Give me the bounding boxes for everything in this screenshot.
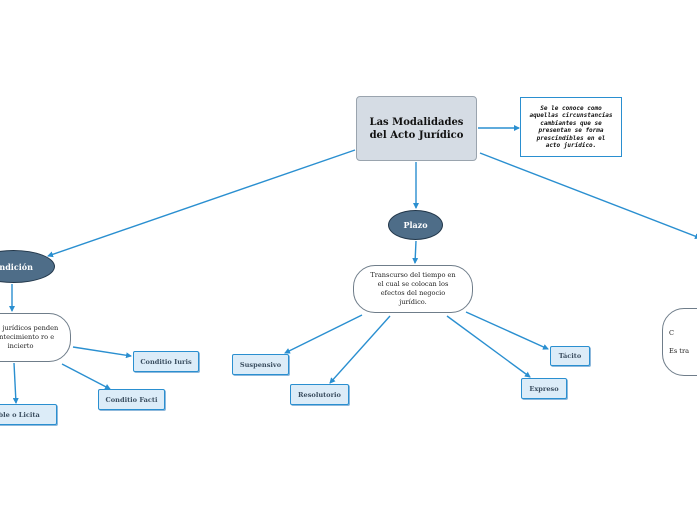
right-branch-text: C Es tra xyxy=(669,328,690,355)
subtopic-expreso-label: Expreso xyxy=(529,384,559,393)
subtopic-licita-label: sible o Licita xyxy=(0,410,40,419)
note-text: Se le conoce como aquellas circunstancia… xyxy=(529,104,613,150)
link-def-tacito xyxy=(465,311,549,350)
subtopic-tacito-label: Tácito xyxy=(558,352,582,360)
subtopic-conditio-iuris-label: Conditio Iuris xyxy=(140,357,192,366)
subtopic-expreso[interactable]: Expreso xyxy=(521,378,567,399)
central-topic-label: Las Modalidades del Acto Jurídico xyxy=(369,116,464,141)
link-def-resolutorio xyxy=(329,315,391,384)
subtopic-suspensivo[interactable]: Suspensivo xyxy=(232,354,289,375)
link-def-expreso xyxy=(446,315,531,378)
link-cdef-facti xyxy=(61,363,111,390)
central-topic[interactable]: Las Modalidades del Acto Jurídico xyxy=(356,96,477,161)
note-box[interactable]: Se le conoce como aquellas circunstancia… xyxy=(520,97,622,157)
plazo-definition-text: Transcurso del tiempo en el cual se colo… xyxy=(370,271,456,306)
condicion-definition-text: ectos jurídicos penden del ntecimiento r… xyxy=(0,324,59,350)
link-root-condicion xyxy=(47,149,356,258)
subtopic-tacito[interactable]: Tácito xyxy=(550,346,590,366)
link-plazo-def xyxy=(412,240,419,264)
topic-plazo[interactable]: Plazo xyxy=(388,210,443,240)
plazo-definition[interactable]: Transcurso del tiempo en el cual se colo… xyxy=(353,265,473,313)
link-cdef-iuris xyxy=(72,346,132,359)
subtopic-suspensivo-label: Suspensivo xyxy=(239,360,282,369)
subtopic-conditio-facti[interactable]: Conditio Facti xyxy=(98,389,165,410)
link-cdef-licita xyxy=(12,362,19,404)
subtopic-conditio-facti-label: Conditio Facti xyxy=(105,395,158,404)
subtopic-resolutorio[interactable]: Resolutorio xyxy=(290,384,349,405)
link-root-right xyxy=(479,152,697,239)
link-def-suspensivo xyxy=(284,314,363,354)
condicion-definition[interactable]: ectos jurídicos penden del ntecimiento r… xyxy=(0,313,71,362)
subtopic-licita[interactable]: sible o Licita xyxy=(0,404,57,425)
right-branch-definition[interactable]: C Es tra xyxy=(662,308,697,376)
subtopic-resolutorio-label: Resolutorio xyxy=(298,390,341,399)
topic-plazo-label: Plazo xyxy=(403,220,428,230)
subtopic-conditio-iuris[interactable]: Conditio Iuris xyxy=(133,351,199,372)
